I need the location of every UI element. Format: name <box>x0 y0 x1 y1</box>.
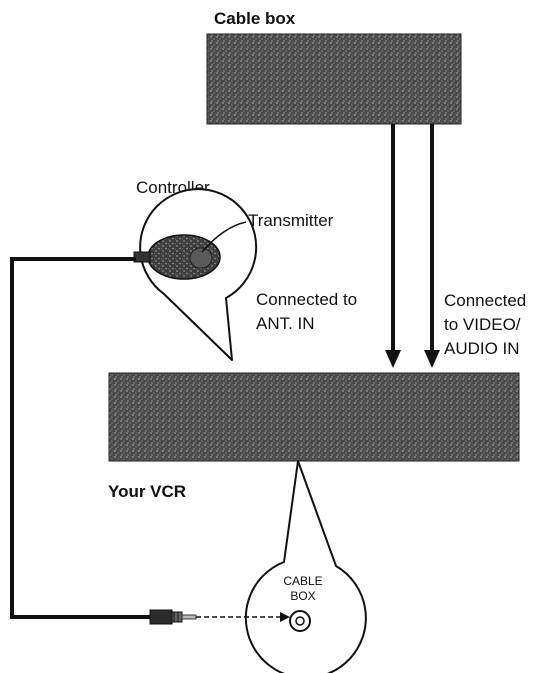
jack-label-line2: BOX <box>290 589 315 603</box>
cable-box-jack-hole-icon <box>295 616 305 626</box>
connected-ant-label-line2: ANT. IN <box>256 314 315 333</box>
transmitter-label: Transmitter <box>248 211 334 230</box>
cable-box-label: Cable box <box>214 9 296 28</box>
connected-ant-label-line1: Connected to <box>256 290 357 309</box>
ant-in-arrow-icon <box>385 350 401 368</box>
video-audio-in-arrow-icon <box>424 350 440 368</box>
cable-box-device <box>206 33 462 125</box>
connected-av-label-line3: AUDIO IN <box>444 339 520 358</box>
controller-wire <box>10 257 150 619</box>
plug-insert-arrowhead-icon <box>280 612 290 622</box>
your-vcr-label: Your VCR <box>108 482 186 501</box>
mini-plug-icon <box>149 609 197 625</box>
transmitter-eye-icon <box>189 247 213 269</box>
transmitter-leader-line <box>201 221 247 253</box>
jack-callout-bubble <box>244 460 367 673</box>
connected-av-label-line2: to VIDEO/ <box>444 315 521 334</box>
connected-av-label-line1: Connected <box>444 291 526 310</box>
controller-plug <box>133 251 151 263</box>
vcr-device <box>108 372 520 462</box>
jack-label-line1: CABLE <box>283 574 322 588</box>
